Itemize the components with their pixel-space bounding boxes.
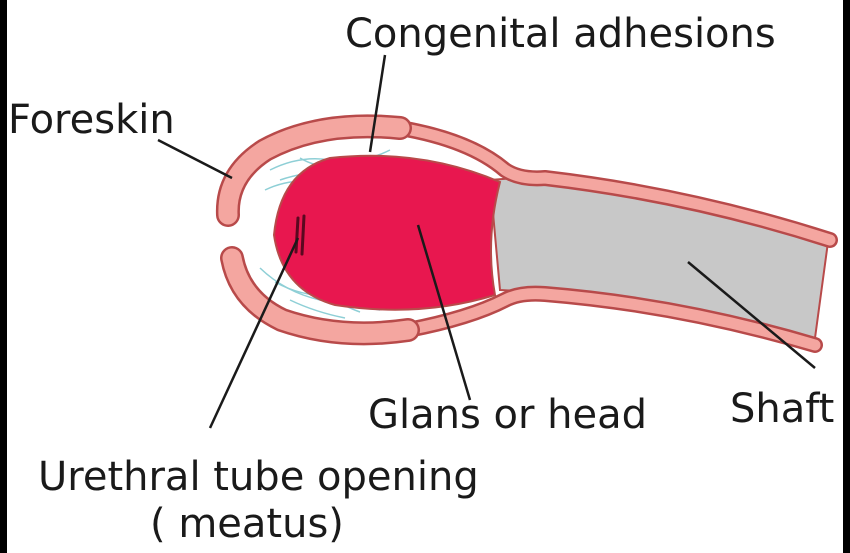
glans-head (274, 156, 500, 310)
label-urethral-opening-line1: Urethral tube opening (38, 454, 479, 500)
label-urethral-opening-line2: ( meatus) (150, 501, 344, 547)
label-congenital-adhesions: Congenital adhesions (345, 11, 776, 57)
label-foreskin: Foreskin (8, 97, 175, 143)
leader-foreskin (158, 140, 232, 178)
label-glans: Glans or head (368, 392, 647, 438)
label-shaft: Shaft (730, 386, 834, 432)
